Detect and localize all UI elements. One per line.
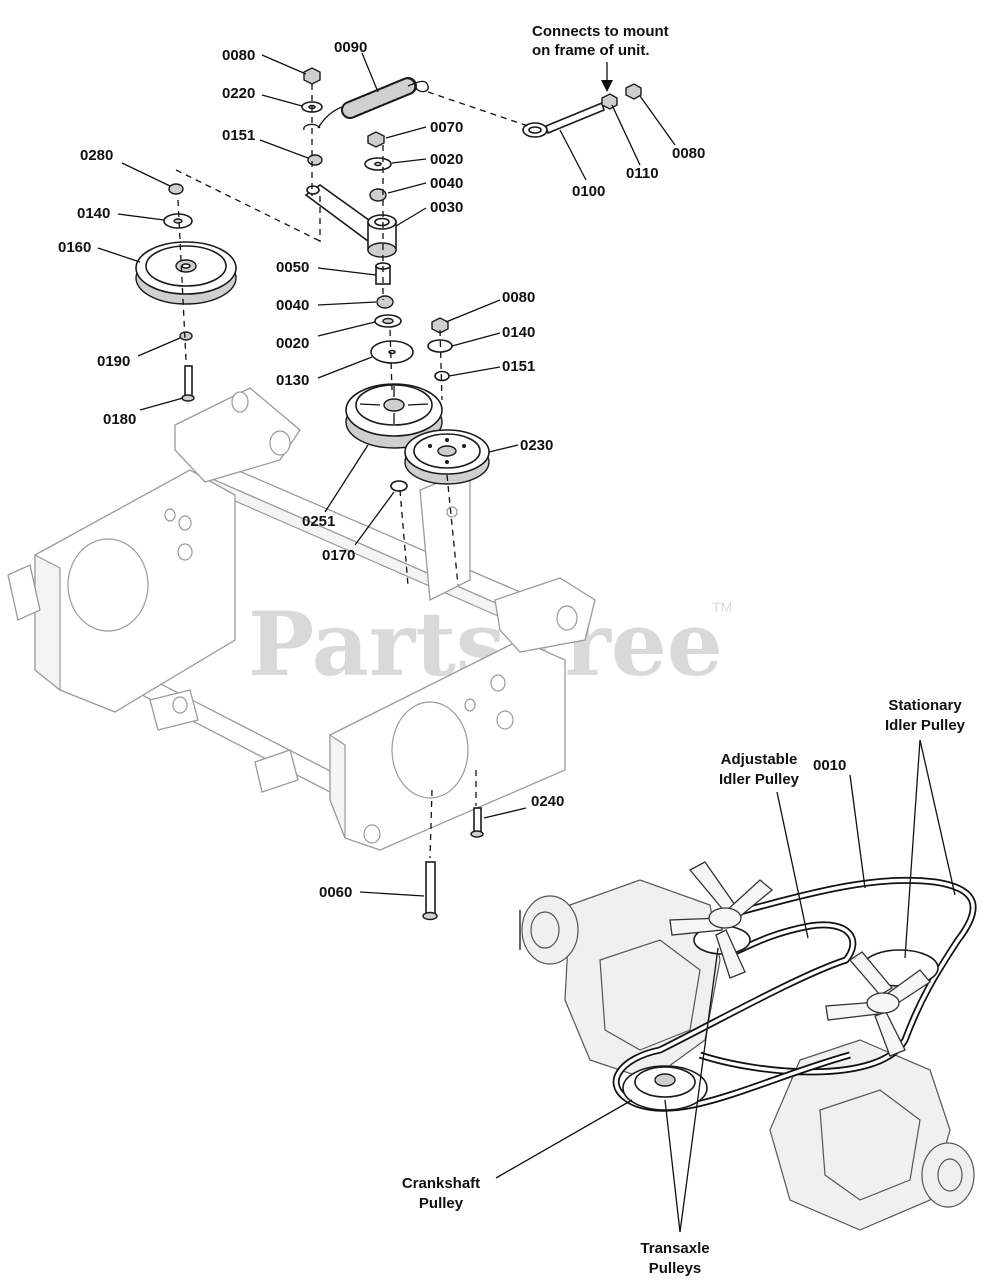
label-0040-lower: 0040 [276, 297, 309, 314]
callout-stationary-line-2: Idler Pulley [885, 717, 966, 734]
label-0151-top: 0151 [222, 127, 255, 144]
bushing-0151-top [307, 154, 323, 166]
label-0280: 0280 [80, 147, 113, 164]
idler-assembly [135, 62, 642, 921]
label-0251: 0251 [302, 513, 335, 530]
callout-transaxle-line-1: Transaxle [640, 1240, 709, 1257]
bolt-0240 [470, 807, 484, 838]
belt-drive-illustration [519, 861, 977, 1231]
label-0010: 0010 [813, 757, 846, 774]
label-0040-top: 0040 [430, 175, 463, 192]
label-0240: 0240 [531, 793, 564, 810]
nut-0080-mid [431, 317, 449, 334]
spacer-0170 [390, 480, 408, 492]
callout-crankshaft-line-2: Pulley [419, 1195, 464, 1212]
eyebolt-0100 [522, 101, 605, 138]
label-0190: 0190 [97, 353, 130, 370]
transaxle-left [519, 879, 721, 1081]
washer-0190 [179, 331, 193, 341]
label-0020-lower: 0020 [276, 335, 309, 352]
callout-adjustable-line-2: Idler Pulley [719, 771, 800, 788]
callout-stationary-line-1: Stationary [888, 697, 962, 714]
note-line-1: Connects to mount [532, 23, 669, 40]
callout-transaxle: Transaxle Pulleys [640, 1240, 709, 1277]
fan-left [669, 861, 774, 979]
label-0180: 0180 [103, 411, 136, 428]
fan-right [825, 951, 931, 1057]
crankshaft-pulley [622, 1065, 708, 1111]
frame-mount-note: Connects to mount on frame of unit. [532, 23, 669, 59]
label-0170: 0170 [322, 547, 355, 564]
pulley-0251 [345, 383, 443, 449]
bushing-0280 [168, 183, 184, 195]
label-0050: 0050 [276, 259, 309, 276]
callout-stationary-idler: Stationary Idler Pulley [885, 697, 966, 734]
watermark-trademark: TM [712, 599, 732, 615]
pulley-0230 [404, 429, 490, 485]
callout-adjustable-idler: Adjustable Idler Pulley [719, 751, 800, 788]
label-0160: 0160 [58, 239, 91, 256]
bearing-0040-lower [376, 295, 394, 309]
callout-adjustable-line-1: Adjustable [721, 751, 798, 768]
label-0220: 0220 [222, 85, 255, 102]
pulley-0160 [135, 241, 237, 305]
label-0151-right: 0151 [502, 358, 535, 375]
label-0100: 0100 [572, 183, 605, 200]
nut-0080-right [625, 83, 642, 100]
nut-0110 [601, 93, 618, 110]
label-0020-top: 0020 [430, 151, 463, 168]
label-0080-top: 0080 [222, 47, 255, 64]
bolt-0060 [422, 861, 438, 921]
bearing-0040-top [369, 188, 387, 202]
label-0110: 0110 [626, 165, 659, 182]
label-0140-left: 0140 [77, 205, 110, 222]
part-number-labels: 0080 0090 0220 0151 0070 0020 0040 0030 … [58, 39, 846, 901]
label-0060: 0060 [319, 884, 352, 901]
note-line-2: on frame of unit. [532, 42, 650, 59]
label-0130: 0130 [276, 372, 309, 389]
transaxle-right [769, 1039, 975, 1231]
label-0080-right: 0080 [672, 145, 705, 162]
nut-0080-top [303, 67, 321, 85]
idler-arm-0030 [304, 184, 397, 258]
bolt-0180 [181, 365, 195, 402]
callout-transaxle-line-2: Pulleys [649, 1260, 702, 1277]
mower-frame [7, 387, 596, 851]
label-0080-mid: 0080 [502, 289, 535, 306]
leader-lines [97, 52, 956, 1233]
label-0140-right: 0140 [502, 324, 535, 341]
nut-0070 [367, 131, 385, 148]
label-0230: 0230 [520, 437, 553, 454]
label-0070: 0070 [430, 119, 463, 136]
spring-0090 [317, 77, 429, 129]
callout-crankshaft: Crankshaft Pulley [402, 1175, 480, 1212]
label-0090: 0090 [334, 39, 367, 56]
label-0030: 0030 [430, 199, 463, 216]
callout-crankshaft-line-1: Crankshaft [402, 1175, 480, 1192]
